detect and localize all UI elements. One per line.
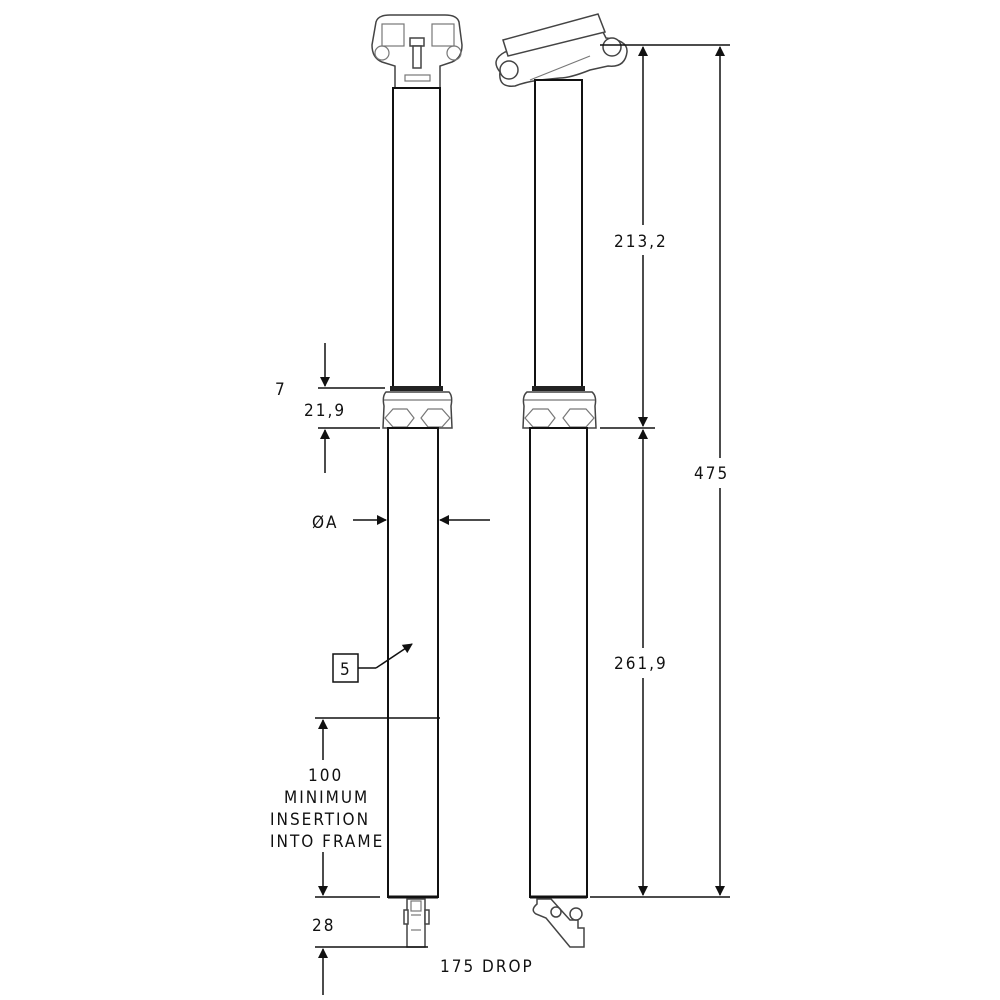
front-lower-tube — [387, 427, 439, 898]
side-lower-tube — [529, 427, 588, 898]
front-collar — [382, 386, 453, 429]
insertion-line1: MINIMUM — [284, 788, 369, 808]
front-upper-tube — [392, 87, 441, 389]
side-collar — [522, 386, 597, 429]
front-cable-actuator — [403, 898, 430, 948]
lower-length-label: 261,9 — [614, 654, 668, 674]
drop-label: 175 DROP — [440, 957, 534, 977]
total-length-label: 475 — [694, 464, 729, 484]
right-dimensions: 213,2 261,9 475 — [590, 44, 730, 898]
bottom-length-label: 28 — [312, 916, 335, 936]
callout-7: 7 — [275, 380, 287, 400]
callout-5: 5 — [340, 660, 352, 680]
front-view-post — [371, 14, 463, 948]
collar-height-label: 21,9 — [304, 401, 346, 421]
side-saddle-clamp — [495, 13, 628, 87]
front-saddle-clamp — [371, 14, 463, 91]
insertion-value: 100 — [308, 766, 343, 786]
upper-length-label: 213,2 — [614, 232, 668, 252]
insertion-line3: INTO FRAME — [270, 832, 384, 852]
left-dimensions: 7 21,9 ØA 5 100 MINIMUM INSERTION INTO F… — [270, 343, 534, 995]
side-upper-tube — [534, 79, 583, 389]
insertion-line2: INSERTION — [270, 810, 370, 830]
side-view-post — [495, 13, 628, 948]
diameter-label: ØA — [312, 513, 339, 533]
callout-5-box — [332, 653, 359, 683]
side-actuator-lever — [532, 898, 585, 948]
